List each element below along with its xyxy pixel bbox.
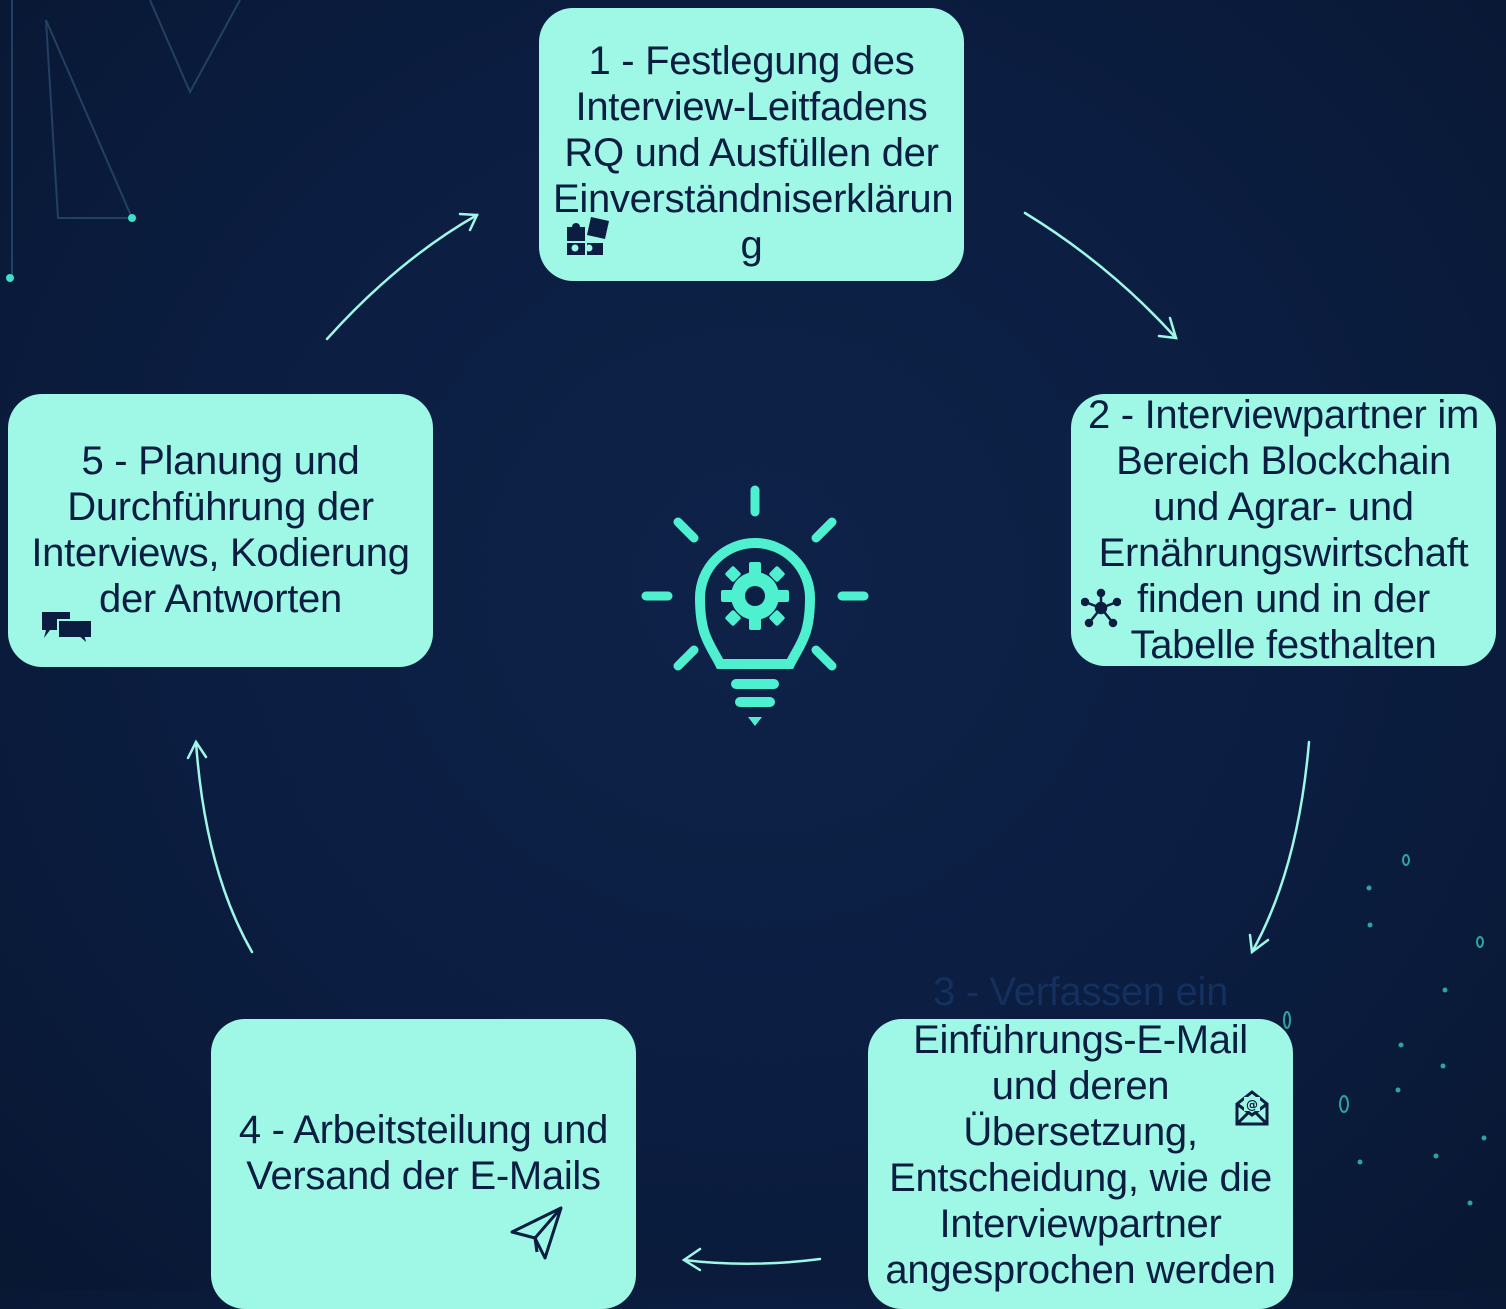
arrow-1-to-2 (1023, 211, 1178, 340)
network-icon (1081, 588, 1121, 628)
lightbulb-gear-icon (641, 485, 869, 726)
arrow-2-to-3 (1250, 740, 1311, 954)
arrow-3-to-4 (682, 1257, 822, 1265)
step-3-label: Einführungs-E-Mail und deren Übersetzung… (885, 1018, 1276, 1292)
chat-bubbles-icon (42, 612, 93, 646)
step-5-box: 5 - Planung und Durchführung der Intervi… (8, 394, 433, 667)
step-1-label: 1 - Festlegung des Interview-Leitfadens … (553, 39, 954, 267)
paper-plane-icon (510, 1206, 563, 1260)
puzzle-icon (567, 217, 609, 255)
arrow-5-to-1 (325, 213, 479, 341)
email-icon: @ (1235, 1090, 1269, 1126)
svg-text:@: @ (1246, 1098, 1258, 1112)
step-3-box: Einführungs-E-Mail und deren Übersetzung… (868, 1018, 1293, 1309)
step-3-overflow-line: 3 - Verfassen ein (932, 970, 1229, 1014)
arrow-4-to-5 (194, 740, 254, 954)
step-4-box: 4 - Arbeitsteilung und Versand der E-Mai… (211, 1019, 636, 1309)
step-2-label: 2 - Interviewpartner im Bereich Blockcha… (1087, 393, 1479, 667)
step-5-label: 5 - Planung und Durchführung der Intervi… (31, 439, 410, 621)
step-2-box: 2 - Interviewpartner im Bereich Blockcha… (1071, 393, 1496, 667)
step-1-box: 1 - Festlegung des Interview-Leitfadens … (539, 8, 964, 281)
step-4-label: 4 - Arbeitsteilung und Versand der E-Mai… (238, 1108, 609, 1198)
